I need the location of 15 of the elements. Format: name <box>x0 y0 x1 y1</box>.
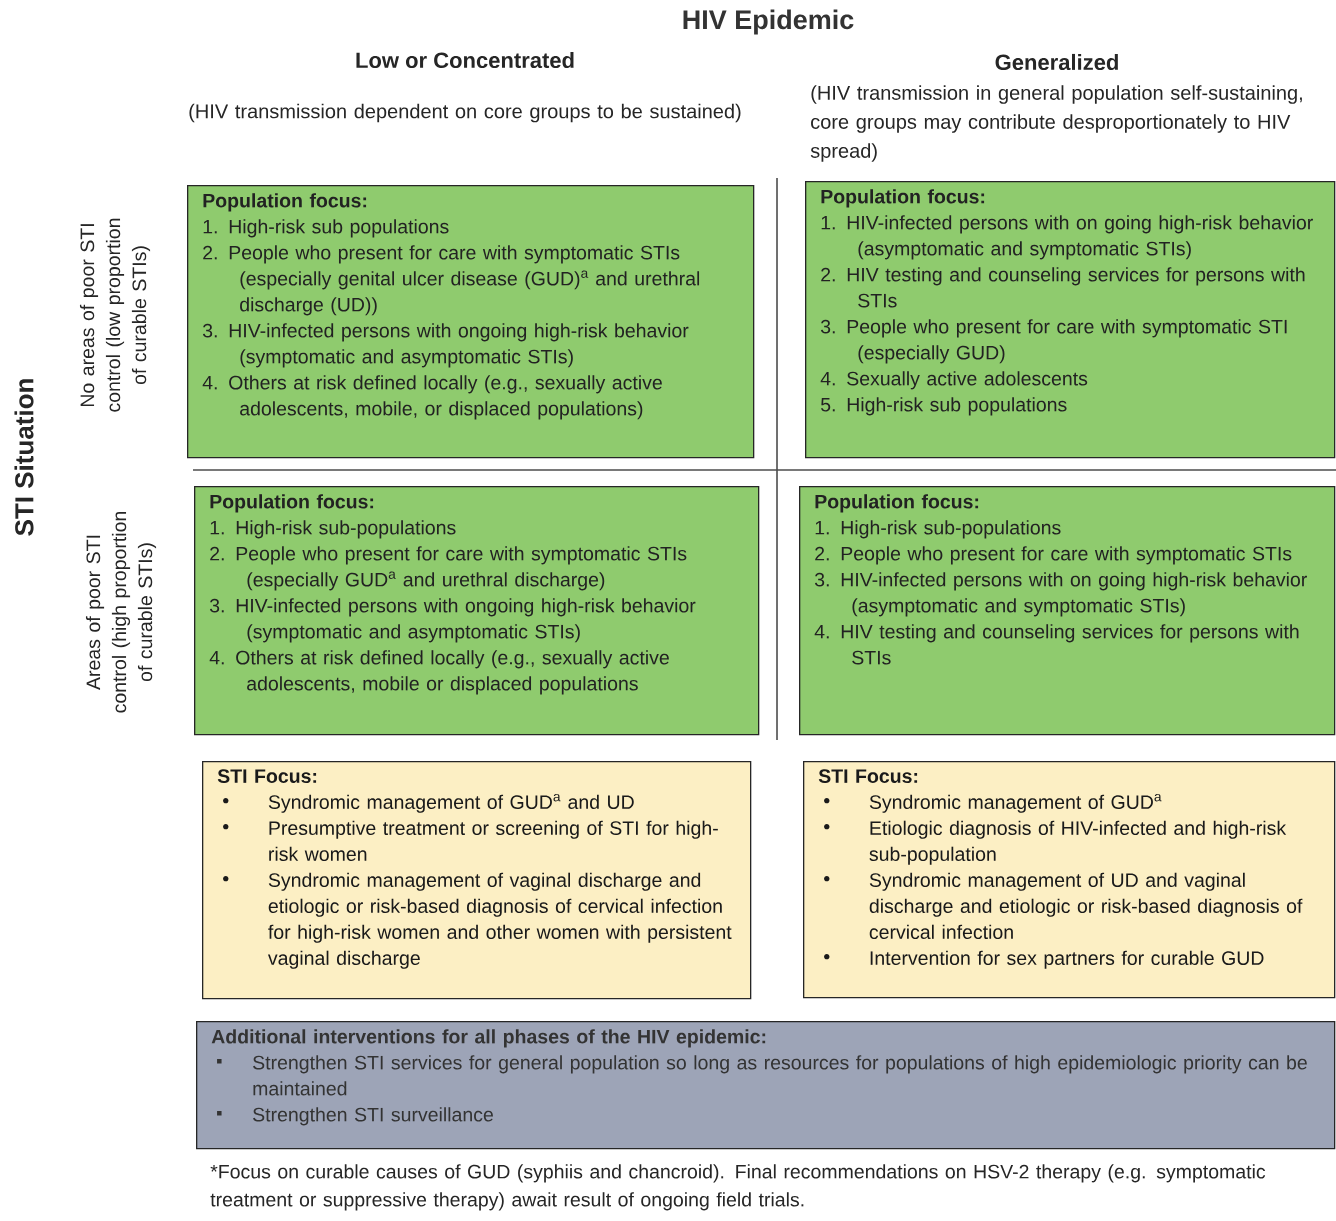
column-description: (HIV transmission in general population self-sustaining, core groups may contribute desproportionately to HIV spread) <box>810 85 1302 162</box>
column-description: (HIV transmission dependent on core groups to be sustained) <box>189 103 741 123</box>
sti-focus-box: STI Focus: Syndromic management of GUD$^{a}$ and UD Presumptive treatment or screening of STI for high-risk women Syndromic management of vaginal discharge and etiologic or risk-based diagnosis of cervical infection for high-risk women and other women with persistent vaginal discharge <box>202 761 752 1000</box>
population-focus-box: Population focus: 1. HIV-infected persons with on going high-risk behavior (asymptomatic and symptomatic STIs) 2. HIV testing and counseling services for persons with STIs 3. People who present for care with symptomatic STI (especially GUD) 4. Sexually active adolescents 5. High-risk sub populations <box>805 181 1336 459</box>
sti-focus-box: STI Focus: Syndromic management of GUD$^{a}$ Etiologic diagnosis of HIV-infected and high-risk sub-population Syndromic management of UD and vaginal discharge and etiologic or risk-based diagnosis of cervical infection Intervention for sex partners for curable GUD <box>803 761 1336 999</box>
population-focus-box: Population focus: 1. High-risk sub-populations 2. People who present for care with symptomatic STIs 3. HIV-infected persons with on going high-risk behavior (asymptomatic and symptomatic STIs) 4. HIV testing and counseling services for persons with STIs <box>799 486 1336 736</box>
title: HIV Epidemic <box>683 9 854 35</box>
interventions-box: Additional interventions for all phases of the HIV epidemic: Strengthen STI services for general population so long as resources for populations of high epidemiologic priority can be maintained Strengthen STI surveillance <box>196 1021 1336 1150</box>
column-heading: Low or Concentrated <box>356 51 574 69</box>
population-focus-box: Population focus: 1. High-risk sub populations 2. People who present for care with symptomatic STIs (especially genital ulcer disease (GUD)$^{a}$ and urethral discharge (UD)) 3. HIV-infected persons with ongoing high-risk behavior (symptomatic and asymptomatic STIs) 4. Others at risk defined locally (e.g., sexually active adolescents, mobile, or displaced populations) <box>187 185 755 459</box>
row-description: No areas of poor STI control (low proportion of curable STIs) <box>79 218 151 412</box>
row-axis-title: STI Situation <box>14 379 34 536</box>
population-focus-box: Population focus: 1. High-risk sub-populations 2. People who present for care with symptomatic STIs (especially GUD$^{a}$ and urethral discharge) 3. HIV-infected persons with ongoing high-risk behavior (symptomatic and asymptomatic STIs) 4. Others at risk defined locally (e.g., sexually active adolescents, mobile or displaced populations <box>194 486 760 736</box>
column-heading: Generalized <box>995 53 1118 71</box>
row-description: Areas of poor STI control (high proportion of curable STIs) <box>85 511 157 713</box>
